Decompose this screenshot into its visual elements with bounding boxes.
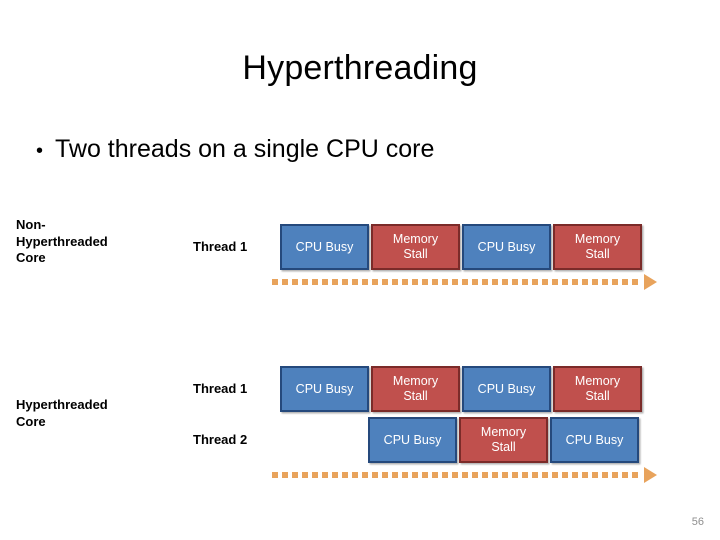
slide-page-number: 56 xyxy=(691,516,704,528)
timeline-block-memory-stall: Memory Stall xyxy=(553,224,642,270)
timeline-block-cpu-busy: CPU Busy xyxy=(550,417,639,463)
timeline-row-nonht-thread-1: CPU Busy Memory Stall CPU Busy Memory St… xyxy=(280,224,642,270)
thread-label-nonht-thread-1: Thread 1 xyxy=(193,239,248,254)
bullet-marker-icon: • xyxy=(36,140,44,162)
timeline-row-ht-thread-2: CPU Busy Memory Stall CPU Busy xyxy=(368,417,639,463)
timeline-block-memory-stall: Memory Stall xyxy=(459,417,548,463)
page-title: Hyperthreading xyxy=(242,49,478,87)
timeline-block-cpu-busy: CPU Busy xyxy=(462,366,551,412)
group-label-non-hyperthreaded-core: Non- Hyperthreaded Core xyxy=(16,217,108,265)
dashed-line xyxy=(272,471,642,478)
timeline-block-cpu-busy: CPU Busy xyxy=(462,224,551,270)
bullet-item-label: Two threads on a single CPU core xyxy=(55,135,435,163)
thread-label-ht-thread-2: Thread 2 xyxy=(193,432,248,447)
timeline-block-memory-stall: Memory Stall xyxy=(371,366,460,412)
timeline-block-memory-stall: Memory Stall xyxy=(553,366,642,412)
dashed-line xyxy=(272,278,642,285)
time-axis-arrow-hyperthreaded xyxy=(272,466,657,483)
bullet-list-item: • Two threads on a single CPU core xyxy=(36,132,676,168)
timeline-block-cpu-busy: CPU Busy xyxy=(280,224,369,270)
arrow-head-icon xyxy=(644,466,657,483)
timeline-block-cpu-busy: CPU Busy xyxy=(368,417,457,463)
arrow-head-icon xyxy=(644,273,657,290)
timeline-block-memory-stall: Memory Stall xyxy=(371,224,460,270)
time-axis-arrow-non-hyperthreaded xyxy=(272,273,657,290)
thread-label-ht-thread-1: Thread 1 xyxy=(193,381,248,396)
group-label-hyperthreaded-core: Hyperthreaded Core xyxy=(16,397,108,429)
timeline-row-ht-thread-1: CPU Busy Memory Stall CPU Busy Memory St… xyxy=(280,366,642,412)
timeline-block-cpu-busy: CPU Busy xyxy=(280,366,369,412)
